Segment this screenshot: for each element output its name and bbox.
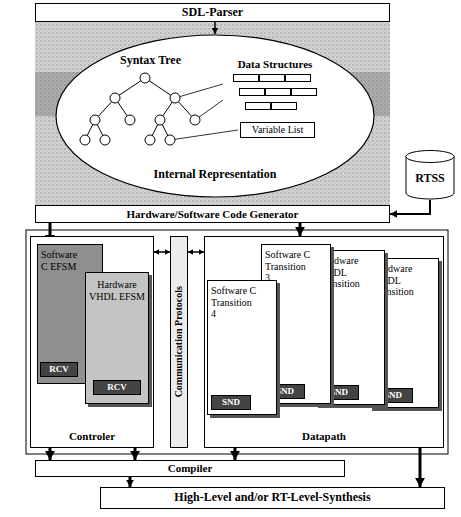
ellipse-label: Internal Representation	[55, 168, 375, 182]
arrow-head	[188, 249, 193, 255]
table-cell	[265, 88, 291, 96]
arrow-head	[212, 28, 219, 34]
box-label: High-Level and/or RT-Level-Synthesis	[174, 491, 370, 505]
port-label: SND	[276, 386, 294, 396]
tree-node	[80, 135, 90, 145]
table-cell	[285, 74, 311, 82]
table-cell	[239, 88, 265, 96]
region-label: Datapath	[302, 430, 346, 443]
connector	[154, 251, 170, 253]
hardware-efsm-box: Hardware VHDL EFSM RCV	[85, 272, 149, 404]
table-cell	[233, 74, 259, 82]
arrow-head	[415, 478, 425, 487]
pointer-line	[170, 130, 238, 140]
box-label: Hardware/Software Code Generator	[127, 208, 299, 221]
snd-port: SND	[211, 395, 251, 410]
connector	[214, 22, 216, 34]
rtss-database: RTSS	[405, 150, 455, 200]
box-label: Software C EFSM	[41, 249, 81, 272]
table-cell	[259, 74, 285, 82]
tree-node	[110, 93, 120, 103]
box-label: Hardware VHDL EFSM	[88, 279, 146, 302]
connector	[299, 223, 302, 236]
rcv-port: RCV	[40, 362, 78, 377]
group-heading: Data Structures	[225, 58, 325, 71]
synthesis-box: High-Level and/or RT-Level-Synthesis	[100, 487, 445, 509]
tree-node	[140, 73, 150, 83]
tree-node	[125, 115, 135, 125]
pointer-line	[175, 84, 223, 98]
port-label: RCV	[49, 364, 69, 374]
ellipse-shape	[56, 35, 374, 197]
arrow-head	[154, 249, 159, 255]
arrow-head	[230, 451, 240, 460]
tree-node	[190, 115, 200, 125]
tree-node	[145, 135, 155, 145]
cylinder-top	[406, 151, 454, 163]
port-label: SND	[384, 390, 402, 400]
controller-region: ControlerSoftware C EFSMRCVHardware VHDL…	[30, 236, 154, 448]
data-structures-group: Data Structures	[225, 58, 325, 110]
port-label: SND	[222, 397, 240, 407]
compiler-box: Compiler	[35, 460, 345, 477]
box-label: SDL-Parser	[182, 6, 243, 20]
tree-node	[90, 115, 100, 125]
code-generator-box: Hardware/Software Code Generator	[35, 205, 390, 223]
generated-code-frame	[26, 230, 448, 454]
database-label: RTSS	[415, 172, 445, 186]
vertical-label: Communication Protocols	[173, 286, 185, 397]
box-label: Compiler	[168, 462, 213, 475]
region-label: Controler	[69, 430, 115, 443]
box-label: Variable List	[252, 124, 303, 136]
tree-node	[165, 135, 175, 145]
box-label: Software C Transition 3	[265, 249, 313, 284]
parser-box: SDL-Parser	[35, 3, 390, 22]
communication-protocols-bar: Communication Protocols	[170, 236, 188, 448]
datapath-region: DatapathSoftware C Transition 4SNDSoftwa…	[204, 236, 444, 448]
table-cell	[245, 102, 271, 110]
box-label: Software C Transition 4	[211, 285, 259, 320]
textured-band	[35, 22, 390, 205]
connector	[188, 251, 204, 253]
tree-node	[155, 115, 165, 125]
arrow-head	[45, 451, 55, 460]
port-label: RCV	[107, 382, 127, 392]
arrow-head	[126, 480, 134, 487]
port-label: SND	[330, 387, 348, 397]
variable-list-box: Variable List	[240, 122, 315, 138]
tree-node	[170, 93, 180, 103]
arrow-head	[295, 227, 305, 236]
table-cell	[271, 102, 297, 110]
table-cell	[291, 88, 317, 96]
internal-representation-ellipse: Syntax TreeInternal RepresentationData S…	[55, 34, 375, 198]
arrow-head	[390, 210, 397, 218]
arrow-head	[130, 451, 140, 460]
connector	[129, 477, 132, 487]
connector	[390, 200, 430, 214]
tree-node	[100, 135, 110, 145]
rcv-port: RCV	[93, 380, 141, 395]
transition-box: Software C Transition 4 SND	[207, 280, 277, 415]
